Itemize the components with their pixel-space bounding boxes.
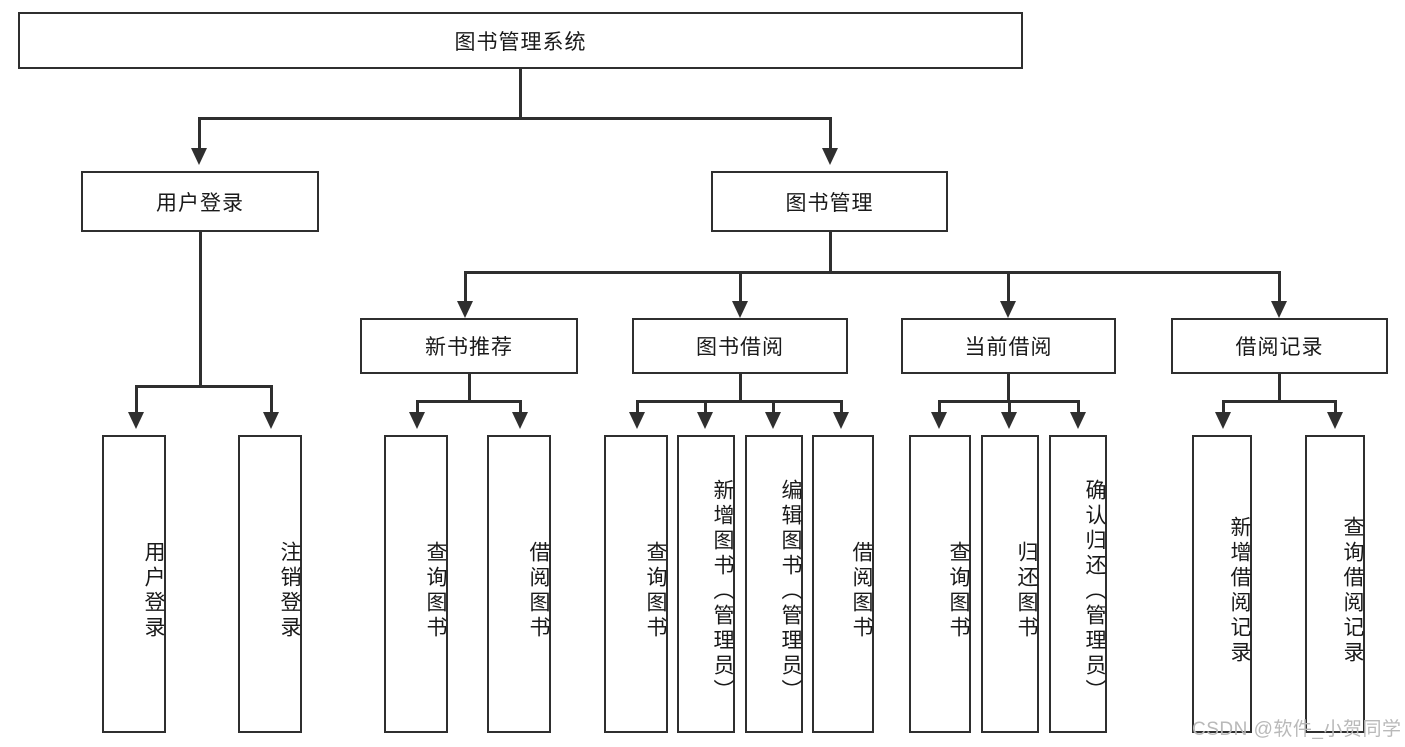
leaf-current-borrow-confirm[interactable]: 确认归还（管理员） [1049, 435, 1107, 733]
node-label: 图书管理系统 [454, 30, 587, 54]
node-label: 当前借阅 [964, 336, 1053, 359]
leaf-borrow-record-add[interactable]: 新增借阅记录 [1192, 435, 1252, 733]
node-label: 图书管理 [785, 191, 874, 215]
connector-root-stem [519, 69, 522, 118]
node-label: 注销登录 [278, 541, 301, 641]
arrow-current-borrow-child-1 [931, 412, 947, 429]
connector-to-current-borrow [1007, 271, 1010, 301]
connector-new-book-stem [468, 374, 471, 402]
connector-borrow-record-child-2 [1334, 400, 1337, 412]
connector-book-borrow-stem [739, 374, 742, 402]
node-label: 新增图书（管理员） [711, 478, 734, 704]
leaf-new-book-query[interactable]: 查询图书 [384, 435, 448, 733]
node-label: 编辑图书（管理员） [779, 478, 802, 704]
connector-new-book-child-2 [519, 400, 522, 412]
node-book-management[interactable]: 图书管理 [711, 171, 948, 232]
connector-level2-bus [198, 117, 831, 120]
arrow-user-login-child-2 [263, 412, 279, 429]
node-label: 新增借阅记录 [1228, 516, 1251, 666]
connector-book-borrow-child-3 [772, 400, 775, 412]
node-label: 查询借阅记录 [1341, 516, 1364, 666]
arrow-user-login-child-1 [128, 412, 144, 429]
node-label: 确认归还（管理员） [1083, 478, 1106, 704]
connector-user-login-stem [199, 232, 202, 387]
connector-book-borrow-bus [636, 400, 842, 403]
leaf-user-login-logout[interactable]: 注销登录 [238, 435, 302, 733]
arrow-book-borrow-child-2 [697, 412, 713, 429]
connector-borrow-record-child-1 [1222, 400, 1225, 412]
node-label: 查询图书 [424, 541, 447, 641]
leaf-book-borrow-borrow[interactable]: 借阅图书 [812, 435, 874, 733]
connector-to-book-borrow [739, 271, 742, 301]
connector-book-borrow-child-2 [704, 400, 707, 412]
connector-book-borrow-child-4 [840, 400, 843, 412]
arrow-borrow-record-child-2 [1327, 412, 1343, 429]
node-user-login[interactable]: 用户登录 [81, 171, 319, 232]
arrow-book-borrow-child-4 [833, 412, 849, 429]
node-new-book-recommend[interactable]: 新书推荐 [360, 318, 578, 374]
connector-book-manage-stem [829, 232, 832, 273]
node-label: 借阅图书 [850, 541, 873, 641]
node-current-borrow[interactable]: 当前借阅 [901, 318, 1116, 374]
node-label: 图书借阅 [696, 336, 784, 359]
connector-current-borrow-stem [1007, 374, 1010, 402]
arrow-new-book-child-1 [409, 412, 425, 429]
connector-level3-bus [464, 271, 1279, 274]
connector-user-login-child-2 [270, 385, 273, 412]
connector-current-borrow-child-2 [1008, 400, 1011, 412]
leaf-user-login-login[interactable]: 用户登录 [102, 435, 166, 733]
connector-current-borrow-child-3 [1077, 400, 1080, 412]
node-label: 用户登录 [156, 191, 244, 215]
leaf-current-borrow-return[interactable]: 归还图书 [981, 435, 1039, 733]
connector-to-book-manage [829, 117, 832, 148]
node-root-system[interactable]: 图书管理系统 [18, 12, 1023, 69]
node-label: 查询图书 [644, 541, 667, 641]
connector-new-book-bus [416, 400, 521, 403]
connector-to-user-login [198, 117, 201, 148]
leaf-book-borrow-query[interactable]: 查询图书 [604, 435, 668, 733]
arrow-to-book-borrow [732, 301, 748, 318]
arrow-current-borrow-child-2 [1001, 412, 1017, 429]
arrow-book-borrow-child-1 [629, 412, 645, 429]
node-label: 查询图书 [947, 541, 970, 641]
connector-user-login-bus [135, 385, 272, 388]
node-book-borrow[interactable]: 图书借阅 [632, 318, 848, 374]
arrow-to-book-manage [822, 148, 838, 165]
arrow-current-borrow-child-3 [1070, 412, 1086, 429]
leaf-new-book-borrow[interactable]: 借阅图书 [487, 435, 551, 733]
arrow-to-borrow-record [1271, 301, 1287, 318]
leaf-borrow-record-query[interactable]: 查询借阅记录 [1305, 435, 1365, 733]
node-label: 用户登录 [142, 541, 165, 641]
node-label: 归还图书 [1015, 541, 1038, 641]
leaf-current-borrow-query[interactable]: 查询图书 [909, 435, 971, 733]
connector-book-borrow-child-1 [636, 400, 639, 412]
connector-to-borrow-record [1278, 271, 1281, 301]
node-label: 新书推荐 [425, 336, 513, 359]
node-label: 借阅图书 [527, 541, 550, 641]
arrow-book-borrow-child-3 [765, 412, 781, 429]
node-label: 借阅记录 [1235, 336, 1324, 359]
arrow-borrow-record-child-1 [1215, 412, 1231, 429]
csdn-watermark: CSDN @软件_小贺同学 [1192, 719, 1402, 740]
connector-new-book-child-1 [416, 400, 419, 412]
connector-user-login-child-1 [135, 385, 138, 412]
connector-to-new-book [464, 271, 467, 301]
leaf-book-borrow-add[interactable]: 新增图书（管理员） [677, 435, 735, 733]
connector-borrow-record-bus [1222, 400, 1336, 403]
arrow-to-new-book [457, 301, 473, 318]
arrow-new-book-child-2 [512, 412, 528, 429]
connector-current-borrow-child-1 [938, 400, 941, 412]
connector-borrow-record-stem [1278, 374, 1281, 402]
arrow-to-user-login [191, 148, 207, 165]
arrow-to-current-borrow [1000, 301, 1016, 318]
leaf-book-borrow-edit[interactable]: 编辑图书（管理员） [745, 435, 803, 733]
node-borrow-record[interactable]: 借阅记录 [1171, 318, 1388, 374]
